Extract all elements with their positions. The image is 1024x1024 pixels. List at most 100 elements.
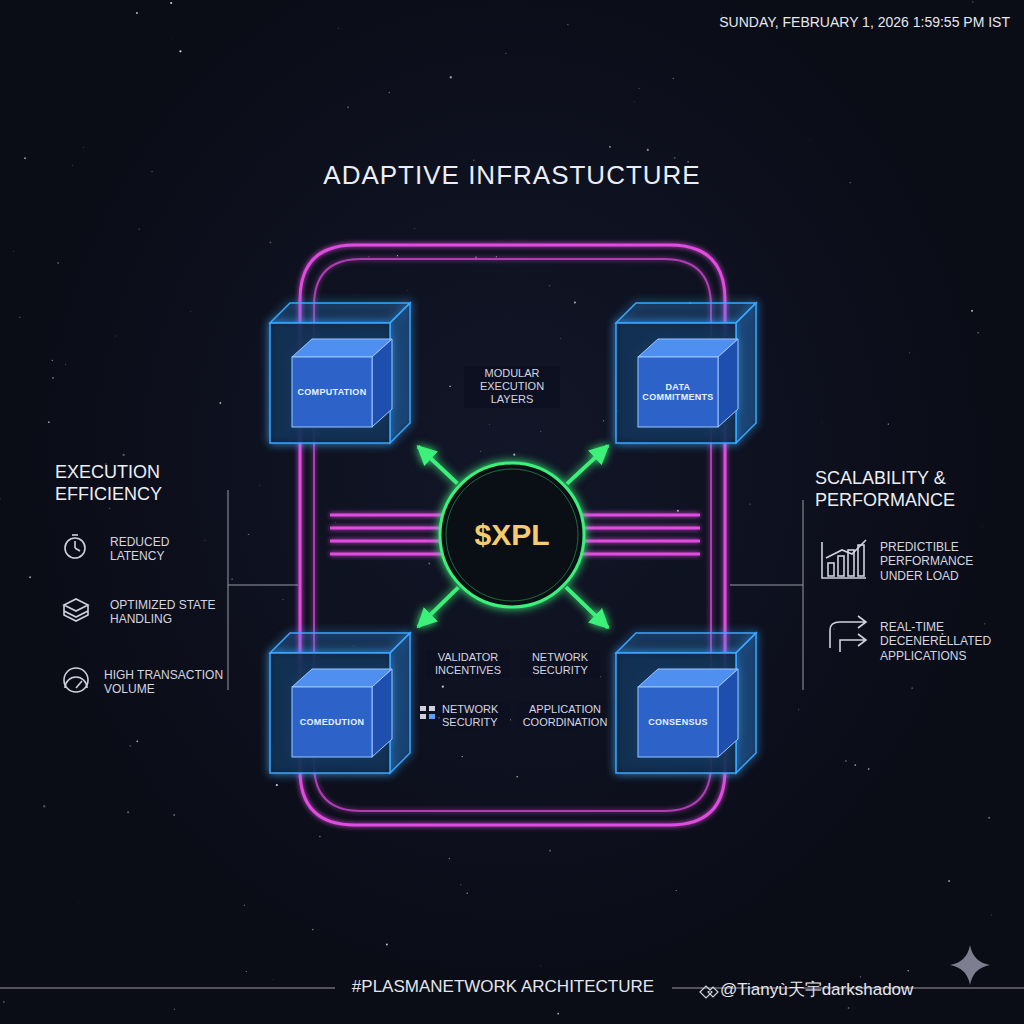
- star: [574, 301, 576, 303]
- annotation-label: HIGH TRANSACTION VOLUME: [104, 668, 224, 697]
- star: [319, 836, 320, 837]
- star: [908, 970, 909, 971]
- star: [833, 628, 835, 630]
- star: [868, 768, 870, 770]
- star: [749, 503, 750, 504]
- module-cube: CONSENSUS: [608, 625, 764, 781]
- star: [798, 709, 800, 711]
- hub-inner-ring: [446, 469, 578, 601]
- star: [276, 784, 278, 786]
- star: [301, 1022, 303, 1024]
- cube-outline: [608, 625, 764, 781]
- star: [991, 914, 992, 915]
- star: [71, 164, 73, 166]
- star: [848, 1007, 850, 1009]
- annotation-label: NETWORK SECURITY: [520, 650, 600, 678]
- star: [672, 78, 673, 79]
- cube-outline: [262, 295, 418, 451]
- star: [677, 510, 679, 512]
- star: [139, 229, 140, 230]
- star: [809, 139, 811, 141]
- star: [414, 228, 415, 229]
- annotation-label: OPTIMIZED STATE HANDLING: [110, 598, 225, 627]
- star: [647, 149, 649, 151]
- star: [449, 858, 450, 859]
- token-hub-circle: $XPL: [437, 460, 587, 610]
- module-name: COMPUTATION: [298, 387, 367, 397]
- star: [496, 256, 497, 257]
- cube-outline: [608, 295, 764, 451]
- star: [259, 485, 261, 487]
- cube-outline: [262, 625, 418, 781]
- token-symbol: $XPL: [474, 518, 549, 552]
- star: [609, 146, 611, 148]
- star: [948, 880, 950, 882]
- star: [984, 623, 985, 624]
- star: [219, 402, 221, 404]
- star: [269, 241, 271, 243]
- star: [909, 352, 910, 353]
- star: [428, 563, 430, 565]
- glass-cube: [270, 633, 410, 773]
- star: [172, 37, 174, 39]
- module-name: CONSENSUS: [648, 717, 708, 727]
- star: [669, 7, 671, 9]
- inner-block: [638, 669, 738, 757]
- star: [821, 421, 823, 423]
- watermark: @Tianyù天宇darkshadow: [720, 980, 913, 1000]
- star: [136, 12, 138, 14]
- star: [540, 431, 542, 433]
- logo-mark: [700, 986, 718, 998]
- star: [854, 764, 856, 766]
- star: [123, 454, 125, 456]
- star: [115, 335, 117, 337]
- star: [567, 24, 568, 25]
- module-cube: DATACOMMITMENTS: [608, 295, 764, 451]
- star: [406, 290, 408, 292]
- star: [513, 454, 515, 456]
- star: [638, 88, 639, 89]
- annotation-label: NETWORK SECURITY: [440, 702, 510, 730]
- inner-block: [292, 669, 392, 757]
- star: [204, 540, 205, 541]
- star: [174, 1009, 175, 1010]
- star: [540, 965, 542, 967]
- star: [860, 976, 861, 977]
- star: [151, 171, 152, 172]
- star: [368, 256, 369, 257]
- star: [674, 157, 676, 159]
- star: [57, 262, 58, 263]
- star: [462, 756, 463, 757]
- star-field: [0, 1, 992, 1023]
- star: [231, 578, 233, 580]
- module-name: COMEDUTION: [300, 717, 365, 727]
- flow-arrow: [566, 587, 608, 628]
- star: [244, 905, 245, 906]
- star: [29, 576, 31, 578]
- star: [557, 1013, 559, 1015]
- star: [335, 522, 337, 524]
- star: [845, 760, 847, 762]
- star: [48, 421, 50, 423]
- star: [603, 420, 604, 421]
- timestamp: SUNDAY, FEBRUARY 1, 2026 1:59:55 PM IST: [719, 14, 1010, 31]
- glass-cube: [270, 303, 410, 443]
- annotation-label: REAL-TIME DECENERELLATED APPLICATIONS: [880, 620, 1000, 663]
- star: [179, 50, 181, 52]
- star: [559, 337, 561, 339]
- module-name: DATA: [666, 382, 691, 392]
- star: [24, 157, 26, 159]
- star: [988, 817, 990, 819]
- star: [505, 53, 506, 54]
- star: [442, 685, 444, 687]
- star: [466, 892, 468, 894]
- module-name: COMMITMENTS: [642, 392, 713, 402]
- star: [347, 106, 349, 108]
- star: [634, 101, 636, 103]
- annotation-label: PREDICTIBLE PERFORMANCE UNDER LOAD: [880, 540, 1000, 583]
- star: [549, 850, 551, 852]
- star: [389, 92, 391, 94]
- star: [173, 814, 175, 816]
- star: [190, 311, 192, 313]
